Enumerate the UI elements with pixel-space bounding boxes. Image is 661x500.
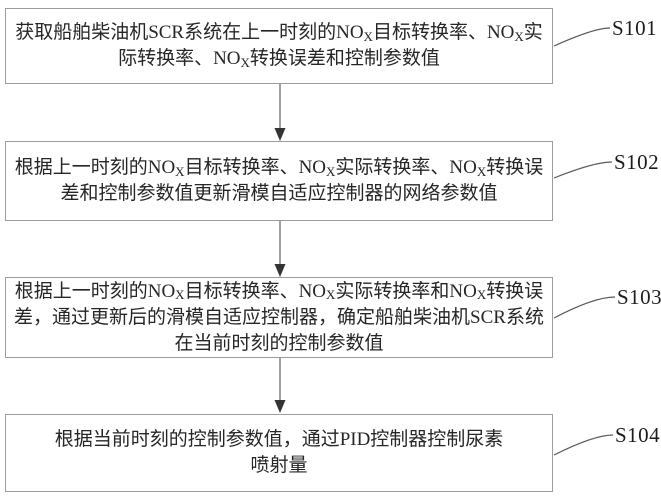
- subscript-x: X: [363, 28, 373, 44]
- arrow-s102-to-s103: [274, 221, 286, 277]
- step-label-s104: S104: [615, 423, 661, 447]
- text-line: 喷射量: [250, 455, 308, 476]
- subscript-x: X: [326, 287, 336, 303]
- text-line: 根据当前时刻的控制参数值，通过PID控制器控制尿素: [54, 429, 504, 450]
- text-line: 在当前时刻的控制参数值: [174, 332, 384, 354]
- step-box-s101: 获取船舶柴油机SCR系统在上一时刻的NOX目标转换率、NOX实际转换率、NOX转…: [5, 8, 553, 84]
- leader-line-s103: [553, 296, 616, 319]
- subscript-x: X: [240, 54, 250, 70]
- leader-line-s104: [553, 434, 614, 456]
- arrow-s103-to-s104: [274, 357, 286, 413]
- text-line: 差，通过更新后的滑模自适应控制器，确定船舶柴油机SCR系统: [14, 306, 544, 328]
- text-line: 根据上一时刻的NOX目标转换率、NOX实际转换率和NOX转换误: [14, 280, 544, 303]
- arrow-s101-to-s102: [274, 84, 286, 141]
- subscript-x: X: [175, 287, 185, 303]
- step-box-s104: 根据当前时刻的控制参数值，通过PID控制器控制尿素喷射量: [5, 414, 553, 492]
- text-line: 际转换率、NOX转换误差和控制参数值: [118, 48, 440, 70]
- subscript-x: X: [476, 287, 487, 303]
- step-box-s103: 根据上一时刻的NOX目标转换率、NOX实际转换率和NOX转换误差，通过更新后的滑…: [5, 277, 553, 358]
- step-box-s102: 根据上一时刻的NOX目标转换率、NOX实际转换率、NOX转换误差和控制参数值更新…: [5, 141, 553, 221]
- step-label-s101: S101: [612, 16, 658, 40]
- step-label-s102: S102: [614, 150, 660, 174]
- leader-line-s101: [553, 27, 611, 47]
- text-line: 根据上一时刻的NOX目标转换率、NOX实际转换率、NOX转换误: [14, 157, 544, 179]
- subscript-x: X: [476, 163, 487, 179]
- subscript-x: X: [326, 163, 336, 179]
- subscript-x: X: [514, 28, 524, 44]
- subscript-x: X: [175, 163, 185, 179]
- leader-line-s102: [553, 161, 613, 179]
- text-line: 获取船舶柴油机SCR系统在上一时刻的NOX目标转换率、NOX实: [15, 22, 543, 44]
- text-line: 差和控制参数值更新滑模自适应控制器的网络参数值: [60, 183, 498, 204]
- step-label-s103: S103: [617, 285, 661, 309]
